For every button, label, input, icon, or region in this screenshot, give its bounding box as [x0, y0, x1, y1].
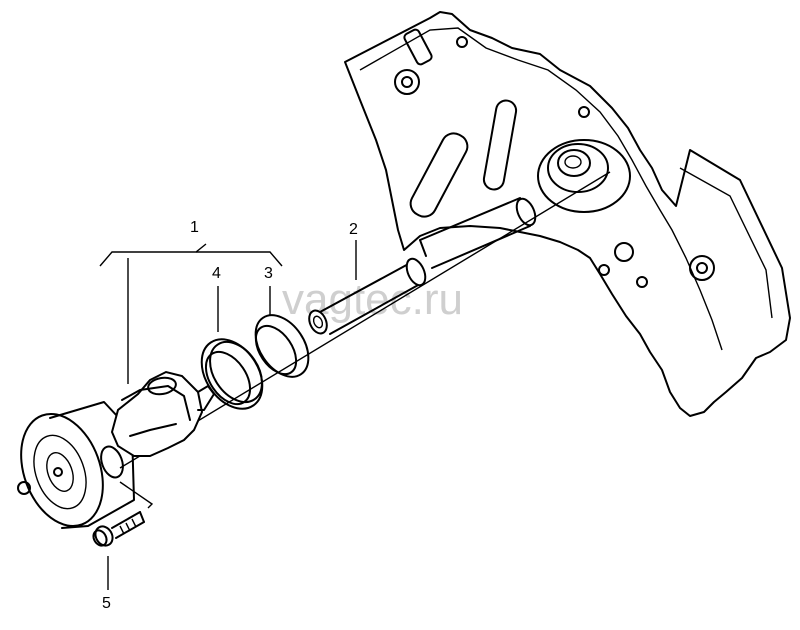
assembly-axis-line [119, 171, 611, 469]
callout-4: 4 [212, 265, 221, 282]
callout-3: 3 [264, 265, 273, 282]
leader-lines [99, 240, 357, 590]
seal-ring-part-4 [200, 338, 264, 410]
o-ring-part-3 [254, 314, 310, 378]
pump-assembly-part-1 [17, 370, 215, 529]
callout-5: 5 [102, 595, 111, 612]
engine-housing-plate [344, 11, 791, 417]
callout-1: 1 [190, 219, 199, 236]
shaft-tube [308, 197, 537, 335]
bolt-part-5 [92, 511, 145, 547]
callout-2: 2 [349, 221, 358, 238]
